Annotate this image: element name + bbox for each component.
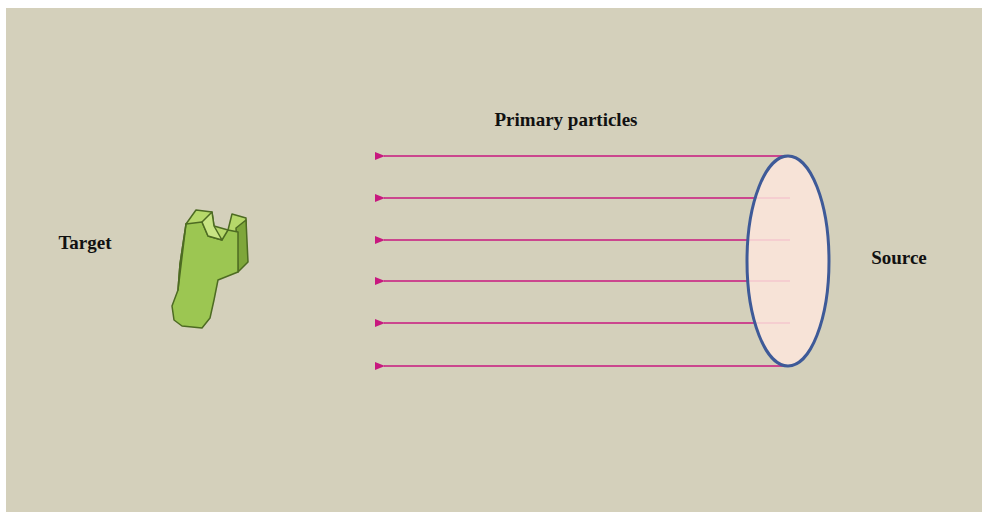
source-disc bbox=[747, 156, 829, 366]
source-label: Source bbox=[871, 248, 927, 269]
particle-arrows bbox=[384, 156, 790, 366]
background-panel bbox=[6, 8, 982, 512]
target-solid bbox=[172, 210, 248, 328]
beam-label: Primary particles bbox=[495, 110, 638, 131]
target-label: Target bbox=[58, 233, 111, 254]
